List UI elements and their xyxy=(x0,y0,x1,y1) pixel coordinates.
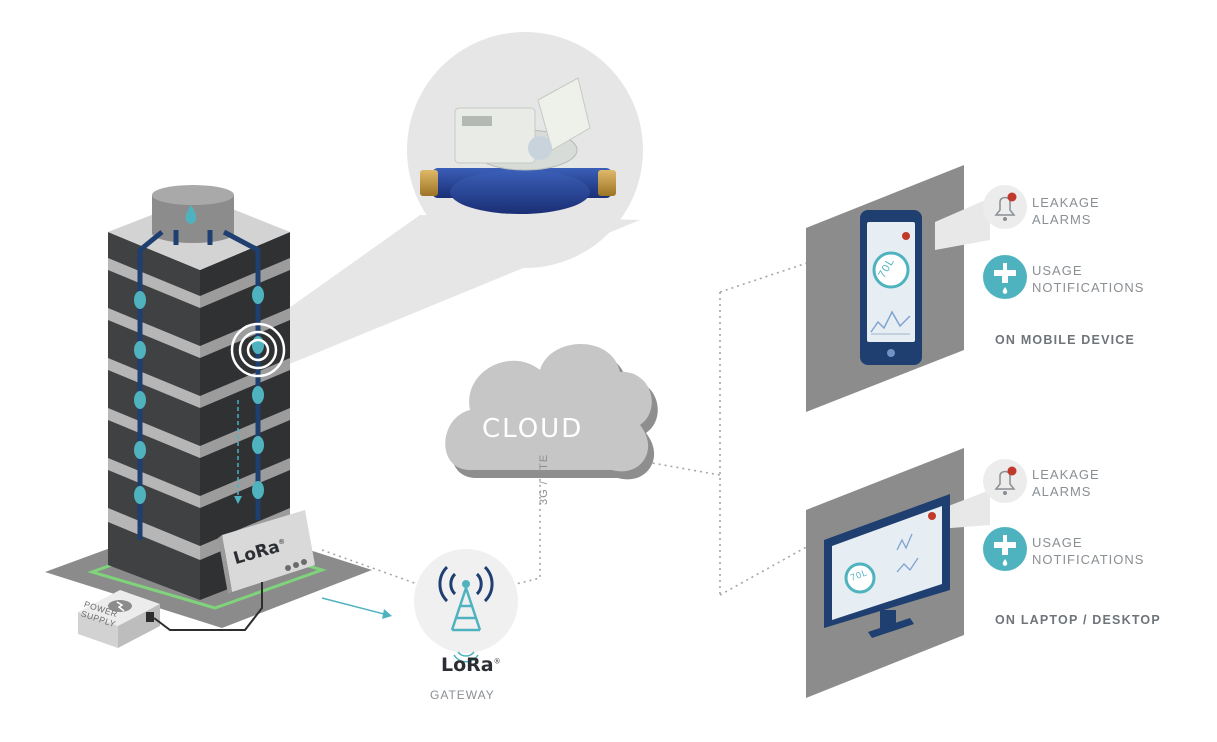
meter-signal-icon xyxy=(230,322,286,378)
desktop-leakage-alarms-label: LEAKAGE ALARMS xyxy=(1032,466,1100,500)
mobile-usage-line2: NOTIFICATIONS xyxy=(1032,280,1145,295)
mobile-leakage-alarm-icon xyxy=(983,185,1027,229)
mobile-usage-tap-icon xyxy=(983,255,1027,299)
gateway-label: GATEWAY xyxy=(430,688,495,702)
network-link-label: 3G / LTE xyxy=(538,453,550,505)
mobile-leakage-line2: ALARMS xyxy=(1032,212,1092,227)
mobile-leakage-alarms-label: LEAKAGE ALARMS xyxy=(1032,194,1100,228)
network-connections xyxy=(321,261,811,596)
lora-signal-icon xyxy=(453,651,479,663)
desktop-leakage-alarm-icon xyxy=(983,459,1027,503)
mobile-usage-notifications-label: USAGE NOTIFICATIONS xyxy=(1032,262,1144,296)
gateway-lora-brand: LoRa xyxy=(441,654,494,676)
power-supply-box xyxy=(78,582,263,648)
lora-module-box xyxy=(218,510,315,594)
broadcast-waves-icon xyxy=(438,565,494,603)
desktop-usage-tap-icon xyxy=(983,527,1027,571)
mobile-leakage-line1: LEAKAGE xyxy=(1032,195,1100,210)
desktop-usage-notifications-label: USAGE NOTIFICATIONS xyxy=(1032,534,1144,568)
building xyxy=(108,185,290,600)
desktop-leakage-line1: LEAKAGE xyxy=(1032,467,1100,482)
mobile-section-caption: ON MOBILE DEVICE xyxy=(995,333,1136,347)
desktop-section-caption: ON LAPTOP / DESKTOP xyxy=(995,613,1161,627)
desktop-usage-line2: NOTIFICATIONS xyxy=(1032,552,1145,567)
flow-arrow xyxy=(321,597,392,619)
water-drop-icon xyxy=(185,205,197,224)
cloud-label: CLOUD xyxy=(482,414,584,444)
mobile-usage-line1: USAGE xyxy=(1032,263,1083,278)
meter-zoom-callout xyxy=(258,32,643,370)
desktop-usage-line1: USAGE xyxy=(1032,535,1083,550)
mobile-device-panel xyxy=(806,165,990,412)
cloud-shape xyxy=(445,344,658,480)
antenna-tower-icon xyxy=(450,587,482,632)
water-meter-image xyxy=(420,77,616,214)
desktop-device-panel xyxy=(806,448,990,698)
lightning-icon xyxy=(116,601,125,612)
gateway-node xyxy=(414,549,518,663)
gateway-lora-logo: LoRa® xyxy=(441,654,501,676)
desktop-leakage-line2: ALARMS xyxy=(1032,484,1092,499)
